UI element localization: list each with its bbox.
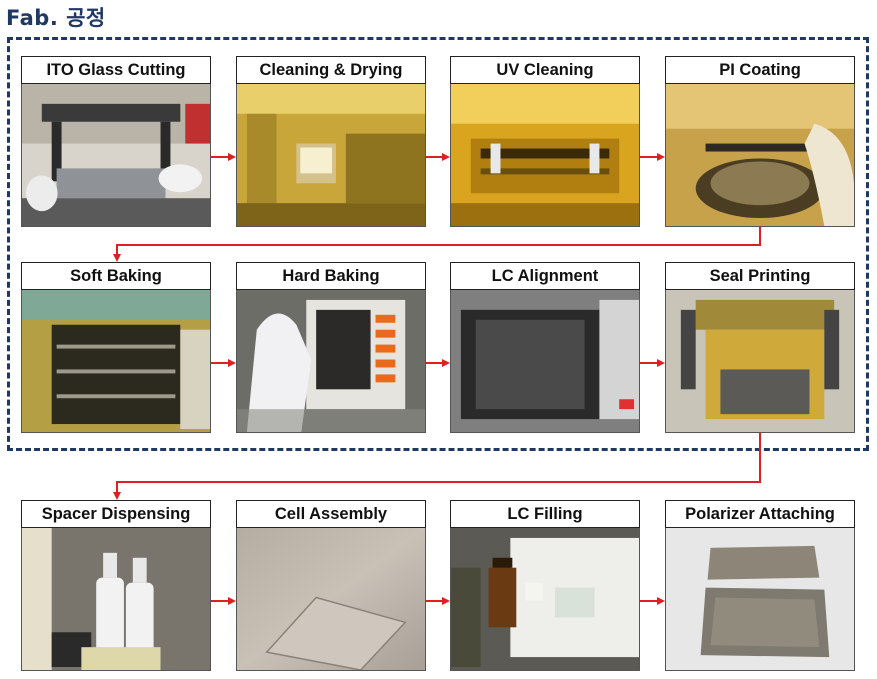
- uv-cleaning-photo: [450, 84, 640, 227]
- step-uv-cleaning: UV Cleaning: [450, 56, 640, 227]
- step-polarizer-attaching: Polarizer Attaching: [665, 500, 855, 671]
- step-soft-baking: Soft Baking: [21, 262, 211, 433]
- step-seal-printing: Seal Printing: [665, 262, 855, 433]
- step-label: UV Cleaning: [450, 56, 640, 84]
- page-title: Fab. 공정: [6, 6, 106, 30]
- step-ito-glass-cutting: ITO Glass Cutting: [21, 56, 211, 227]
- step-label: LC Filling: [450, 500, 640, 528]
- spin-coater-photo: [665, 84, 855, 227]
- spray-bottles-photo: [21, 528, 211, 671]
- step-label: Cleaning & Drying: [236, 56, 426, 84]
- step-pi-coating: PI Coating: [665, 56, 855, 227]
- step-label: PI Coating: [665, 56, 855, 84]
- step-label: Soft Baking: [21, 262, 211, 290]
- step-label: Seal Printing: [665, 262, 855, 290]
- rubbing-machine-photo: [450, 290, 640, 433]
- yellow-cleanroom-photo: [236, 84, 426, 227]
- operator-oven-photo: [236, 290, 426, 433]
- step-cell-assembly: Cell Assembly: [236, 500, 426, 671]
- step-label: Cell Assembly: [236, 500, 426, 528]
- step-label: ITO Glass Cutting: [21, 56, 211, 84]
- step-spacer-dispensing: Spacer Dispensing: [21, 500, 211, 671]
- glass-cell-photo: [236, 528, 426, 671]
- step-label: LC Alignment: [450, 262, 640, 290]
- step-lc-filling: LC Filling: [450, 500, 640, 671]
- polarizer-film-photo: [665, 528, 855, 671]
- step-label: Hard Baking: [236, 262, 426, 290]
- screen-printer-photo: [665, 290, 855, 433]
- step-label: Polarizer Attaching: [665, 500, 855, 528]
- oven-rack-photo: [21, 290, 211, 433]
- step-cleaning-drying: Cleaning & Drying: [236, 56, 426, 227]
- cutting-machine-photo: [21, 84, 211, 227]
- lc-bottle-photo: [450, 528, 640, 671]
- step-label: Spacer Dispensing: [21, 500, 211, 528]
- step-hard-baking: Hard Baking: [236, 262, 426, 433]
- step-lc-alignment: LC Alignment: [450, 262, 640, 433]
